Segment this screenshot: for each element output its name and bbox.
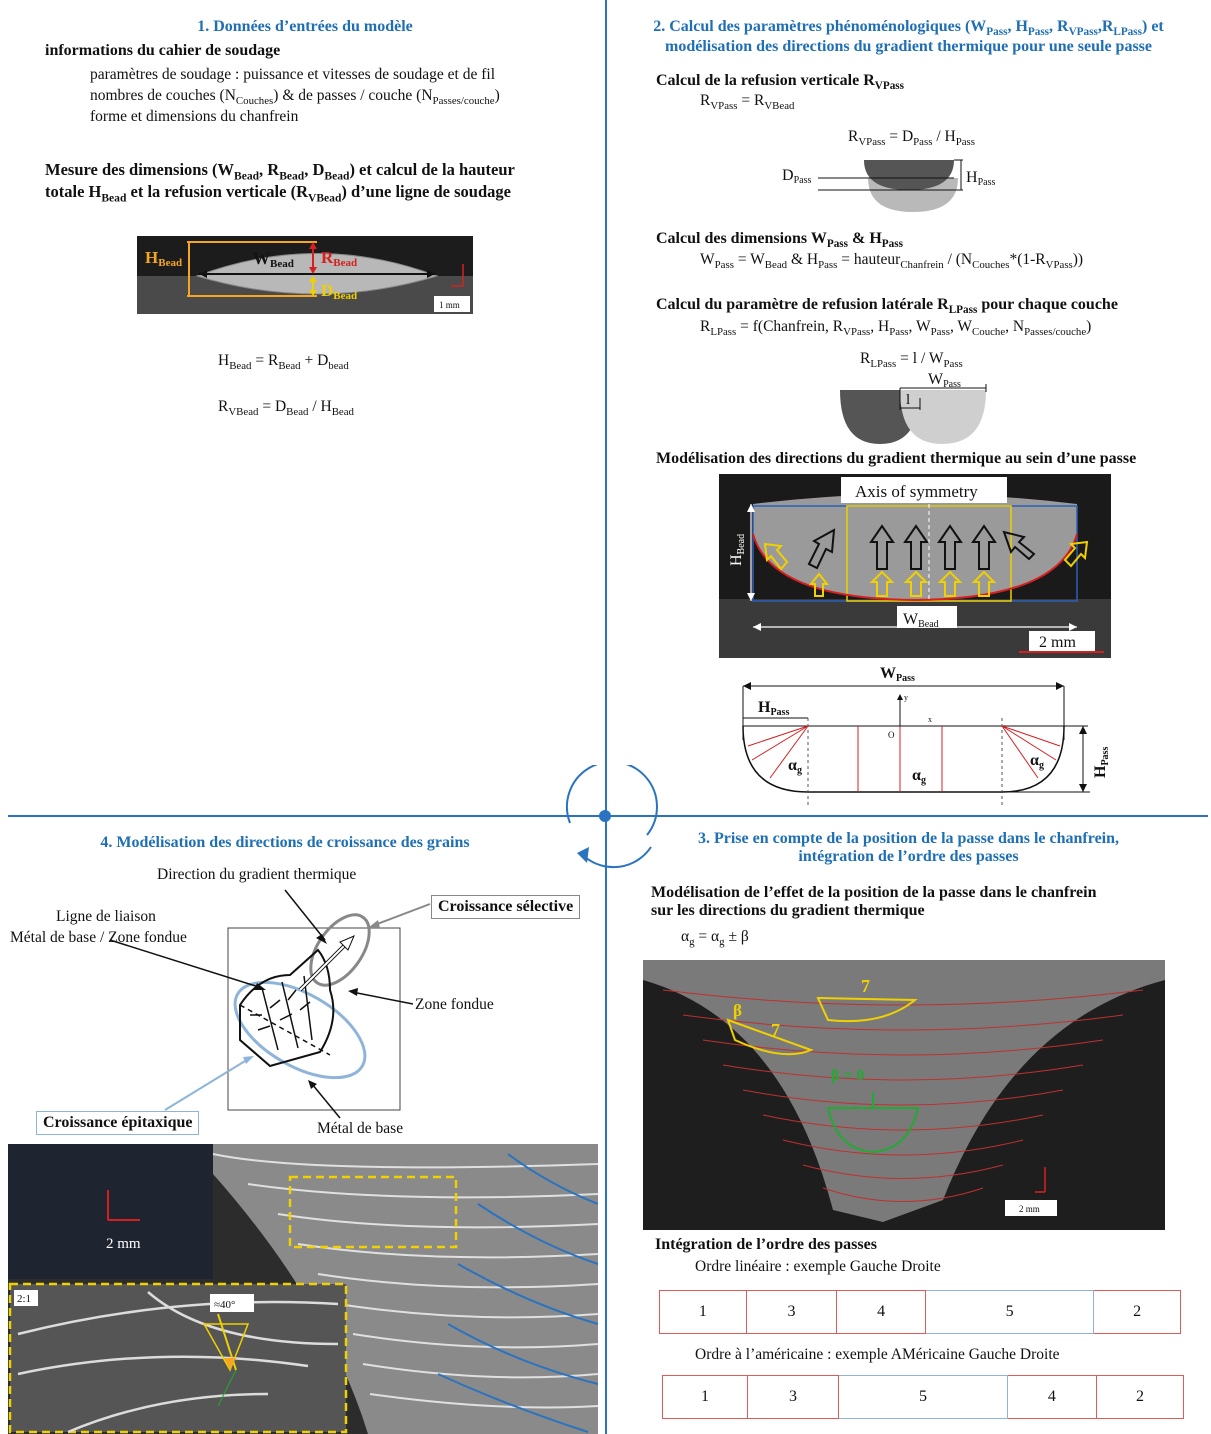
order-table-americaine: 1 3 5 4 2 [661, 1375, 1185, 1419]
q4-title: 4. Modélisation des directions de croiss… [100, 834, 470, 851]
svg-text:WPass: WPass [880, 665, 915, 684]
q3-s1: Modélisation de l’effet de la position d… [651, 884, 1097, 919]
svg-text:2:1: 2:1 [17, 1293, 31, 1305]
order-cell: 1 [661, 1375, 749, 1419]
svg-text:αg: αg [912, 767, 926, 786]
svg-text:y: y [904, 693, 908, 702]
q2-s1: Calcul de la refusion verticale RVPass [656, 72, 904, 93]
svg-text:WPass: WPass [928, 371, 961, 390]
eq-rvpass-1: RVPass = RVBead [700, 92, 795, 113]
pass-overlap-diagram: DPass HPass [782, 159, 995, 212]
q2-s4: Modélisation des directions du gradient … [656, 450, 1137, 467]
label-metal-zone: Métal de base / Zone fondue [10, 929, 187, 946]
svg-text:1 mm: 1 mm [439, 300, 460, 310]
q3-lin-label: Ordre linéaire : exemple Gauche Droite [695, 1258, 941, 1275]
svg-text:αg: αg [788, 757, 802, 776]
eq-alpha: αg = αg ± β [681, 928, 749, 949]
label-direction-gradient: Direction du gradient thermique [157, 866, 357, 883]
q1-title: 1. Données d’entrées du modèle [197, 18, 413, 35]
order-table-lineaire: 1 3 4 5 2 [659, 1290, 1181, 1334]
svg-text:l: l [906, 392, 910, 408]
q1-line-nombres: nombres de couches (NCouches) & de passe… [90, 87, 500, 108]
q1-subtitle-mesure: Mesure des dimensions (WBead, RBead, DBe… [45, 160, 515, 183]
order-cell: 2 [1093, 1290, 1181, 1334]
q2-s3: Calcul du paramètre de refusion latérale… [656, 296, 1118, 317]
chanfrein-micrograph: 7 7 β β = 0 2 mm [643, 960, 1165, 1230]
svg-text:HPass: HPass [966, 169, 995, 188]
svg-text:HPass: HPass [758, 699, 789, 718]
order-cell: 5 [838, 1375, 1008, 1419]
grain-growth-schematic [109, 889, 431, 1119]
order-cell: 2 [1095, 1375, 1185, 1419]
svg-text:7: 7 [771, 1020, 780, 1040]
thermal-gradient-micrograph: Axis of symmetry HBead WBead 2 mm [719, 474, 1111, 658]
pass-schematic: WPass HPass y x O αg αg αg HPass [742, 665, 1111, 808]
eq-wpass: WPass = WBead & HPass = hauteurChanfrein… [700, 251, 1084, 272]
bead-micrograph: HBead WBead RBead DBead 1 mm [137, 236, 473, 314]
label-metal-base: Métal de base [317, 1120, 404, 1137]
order-cell: 5 [924, 1290, 1095, 1334]
q1-subtitle-mesure-2: totale HBead et la refusion verticale (R… [45, 182, 511, 205]
grain-micrograph: 2 mm 2:1 ≈40° [8, 1144, 598, 1434]
svg-text:HPass: HPass [1092, 747, 1111, 778]
badge-croissance-selective: Croissance sélective [431, 895, 581, 919]
svg-text:2 mm: 2 mm [106, 1236, 141, 1252]
svg-text:≈40°: ≈40° [214, 1299, 235, 1311]
label-ligne-liaison: Ligne de liaison [56, 908, 156, 925]
q2-title: 2. Calcul des paramètres phénoménologiqu… [653, 18, 1164, 56]
svg-text:7: 7 [861, 976, 870, 996]
svg-text:2 mm: 2 mm [1019, 1204, 1040, 1214]
eq-rlpass-f: RLPass = f(Chanfrein, RVPass, HPass, WPa… [700, 318, 1092, 339]
eq-rlpass: RLPass = l / WPass [860, 350, 963, 371]
order-cell: 3 [747, 1375, 840, 1419]
badge-croissance-epitaxique: Croissance épitaxique [36, 1111, 200, 1135]
svg-text:β: β [733, 1001, 742, 1020]
order-cell: 4 [1006, 1375, 1097, 1419]
svg-text:x: x [928, 715, 932, 724]
q3-am-label: Ordre à l’américaine : exemple AMéricain… [695, 1346, 1060, 1363]
cycle-arrow-icon [565, 765, 658, 869]
lateral-overlap-diagram: WPass l [840, 371, 987, 444]
axis-of-symmetry-label: Axis of symmetry [855, 482, 978, 501]
svg-text:β = 0: β = 0 [831, 1067, 865, 1084]
q1-line-forme: forme et dimensions du chanfrein [90, 108, 299, 125]
q1-line-parametres: paramètres de soudage : puissance et vit… [90, 66, 496, 83]
svg-text:αg: αg [1030, 752, 1044, 771]
svg-text:O: O [888, 730, 895, 740]
vertical-divider [605, 0, 607, 1434]
q2-s2: Calcul des dimensions WPass & HPass [656, 230, 903, 251]
svg-text:DPass: DPass [782, 167, 811, 186]
order-cell: 4 [836, 1290, 926, 1334]
eq-rv-bead: RVBead = DBead / HBead [218, 398, 354, 419]
label-zone-fondue: Zone fondue [415, 996, 494, 1013]
svg-text:2 mm: 2 mm [1039, 634, 1076, 651]
q1-subtitle-cahier: informations du cahier de soudage [45, 42, 281, 59]
order-cell: 3 [745, 1290, 838, 1334]
q3-s2: Intégration de l’ordre des passes [655, 1236, 877, 1253]
q3-title: 3. Prise en compte de la position de la … [697, 830, 1120, 865]
eq-rvpass-2: RVPass = DPass / HPass [848, 128, 975, 149]
order-cell: 1 [659, 1290, 747, 1334]
eq-h-bead: HBead = RBead + Dbead [218, 352, 349, 373]
